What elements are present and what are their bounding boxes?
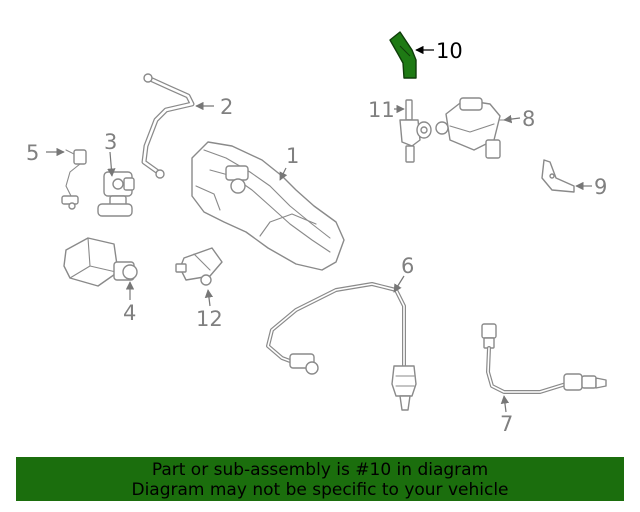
part-10-hose-highlighted[interactable] <box>389 31 417 79</box>
callout-8: 8 <box>522 107 535 131</box>
part-9-bracket[interactable] <box>541 159 575 193</box>
part-2-tube[interactable] <box>141 73 195 179</box>
callout-3: 3 <box>104 130 117 154</box>
part-5-sensor[interactable] <box>61 149 87 210</box>
part-7-oxygen-sensor[interactable] <box>481 323 607 394</box>
callout-11: 11 <box>368 98 395 122</box>
part-3-valve[interactable] <box>97 171 135 217</box>
part-12-map-sensor[interactable] <box>175 247 223 286</box>
callout-6: 6 <box>401 254 414 278</box>
part-4-sensor-block[interactable] <box>63 237 138 287</box>
part-11-sensor[interactable] <box>399 99 432 163</box>
leader-lines <box>46 45 592 413</box>
part-6-oxygen-sensor[interactable] <box>266 282 417 411</box>
callout-10: 10 <box>436 39 463 63</box>
part-1-housing[interactable] <box>191 141 345 271</box>
callout-4: 4 <box>123 301 136 325</box>
part-8-purge-valve[interactable] <box>435 97 511 159</box>
info-banner: Part or sub-assembly is #10 in diagram D… <box>16 457 624 501</box>
callout-12: 12 <box>196 307 223 331</box>
parts-diagram: 1 2 3 4 5 6 7 8 9 10 11 12 <box>26 31 607 436</box>
callout-1: 1 <box>286 144 299 168</box>
callout-7: 7 <box>500 412 513 436</box>
banner-line-part-number: Part or sub-assembly is #10 in diagram <box>151 460 489 480</box>
banner-line-disclaimer: Diagram may not be specific to your vehi… <box>131 480 509 500</box>
callout-2: 2 <box>220 95 233 119</box>
callout-5: 5 <box>26 141 39 165</box>
callout-labels: 1 2 3 4 5 6 7 8 9 10 11 12 <box>26 39 607 436</box>
callout-9: 9 <box>594 175 607 199</box>
